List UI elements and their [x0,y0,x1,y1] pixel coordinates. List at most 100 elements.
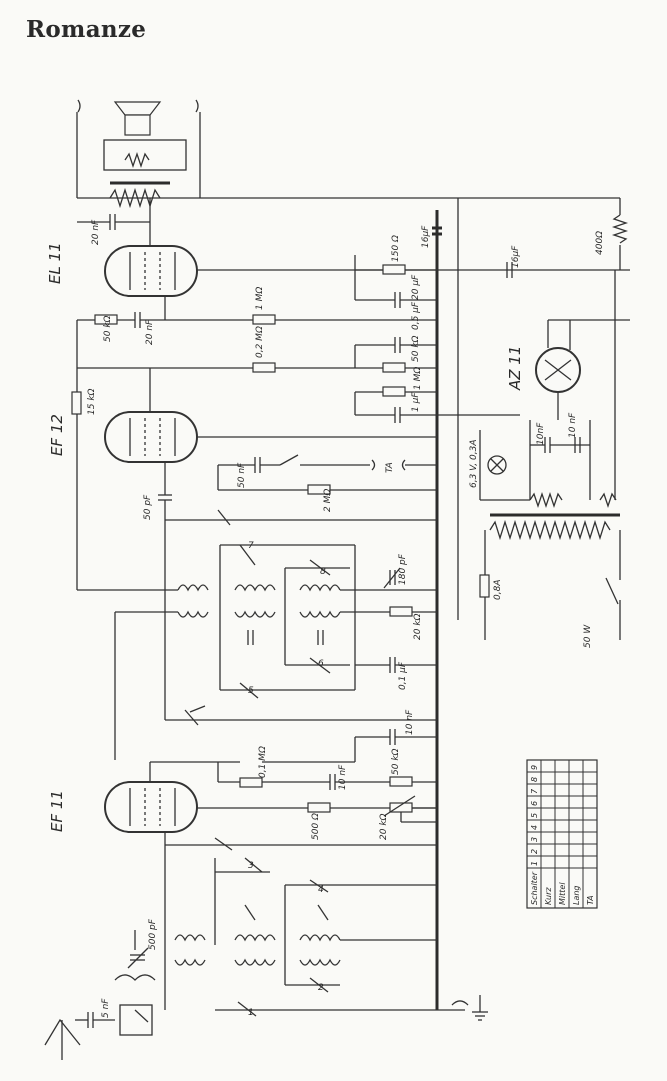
switch-table-column-number: 9 [530,765,539,770]
power-label: 50 W [583,624,593,648]
c-50nf [218,454,437,473]
switch-table-column-number: 5 [530,813,539,818]
c-5nf-label: 5 nF [101,998,111,1018]
c-500pf-label: 500 pF [148,918,158,950]
ground-bus [435,210,488,1021]
sw6-label: 6 [318,659,324,669]
c-1uf-label: 1 µF [411,392,421,412]
c-16uf-a-label: 16µF [421,225,431,248]
fuse [479,530,490,640]
r-400 [611,198,629,270]
c-10nf-b-label: 10 nF [568,412,578,438]
el11-label: EL 11 [46,242,64,284]
sw2-label: 2 [318,983,324,993]
b-plus-bus [77,197,630,620]
switch-table-column-number: 2 [530,849,539,854]
r-50k-c-label: 50 kΩ [391,748,401,775]
c-20nf-b-label: 20 nF [145,319,155,345]
r-150-label: 150 Ω [391,235,401,262]
r-1m-b [354,386,437,415]
switch-table-row-label: TA [586,895,595,905]
ef12-label: EF 12 [48,414,66,456]
c-20uf [355,292,437,308]
el11-tube [104,198,355,297]
c-500pf [114,930,156,1036]
switch-table-column-number: 8 [530,777,539,782]
c-01uf-label: 0,1 µF [398,661,408,690]
c-10nf-a-label: 10nF [536,422,546,445]
r-500-label: 500 Ω [311,813,321,840]
r-01m [150,761,355,788]
switch-table-row-label: Mittel [558,882,567,905]
switch-table-column-number: 1 [530,861,539,866]
r-02m [77,345,437,373]
c-180pf-label: 180 pF [398,553,408,585]
c-16uf-b-label: 16µF [511,245,521,268]
r-20k-a-label: 20 kΩ [413,613,423,640]
c-01uf [355,657,437,673]
switch-table-column-number: 6 [530,801,539,806]
ta-label: TA [385,462,395,473]
switch-table-header: Schalter [530,871,539,905]
r-50k-b-label: 50 kΩ [411,335,421,362]
c-20nf-b [134,312,165,328]
r-20k-a [389,606,437,617]
switch-table-column-number: 7 [530,788,539,794]
rf-coil-block [164,832,437,1017]
r-1m-b-label: 1 MΩ [413,367,423,390]
az11-label: AZ 11 [506,346,524,391]
c-180pf [383,567,401,589]
c-20nf-top [77,214,150,230]
r-01m-label: 0,1 MΩ [258,746,268,778]
mains-switch [605,530,621,640]
r-15k-label: 15 kΩ [87,388,97,415]
r-1m-a-label: 1 MΩ [255,287,265,310]
antenna [44,1012,115,1060]
power-transformer [489,270,620,541]
lamp-label: 6,3 V, 0,3A [469,440,479,489]
c-50pf [158,462,172,720]
r-1m-a [164,296,437,325]
r-20k-b-label: 20 kΩ [379,813,389,840]
r-150 [354,255,437,300]
c-20uf-label: 20 µF [411,274,421,300]
c-10nf-b [574,437,581,453]
c-16uf-b [506,262,513,278]
c-16uf-a [432,226,442,236]
c-10nf-c-label: 10 nF [405,709,415,735]
r-2m-label: 2 MΩ [323,489,333,512]
coil-block-middle [220,630,355,699]
c-10nf-d-label: 10 nF [338,764,348,790]
sw5-label: 5 [248,686,254,696]
c-05uf [355,337,437,353]
az11-tube [535,319,630,420]
pot-20k [383,795,437,823]
r-50k-a [77,314,135,325]
coil-block-upper [77,509,437,690]
sw4-label: 4 [318,885,324,895]
c-10nf-d [329,774,390,790]
sw8-label: 8 [320,567,326,577]
r-15k [71,320,82,590]
loudspeaker [76,99,201,198]
fuse-label: 0,8A [493,580,503,600]
ef11-label: EF 11 [48,790,66,832]
switch-table-row-label: Kurz [544,887,553,905]
ef11-tube [104,762,308,833]
sw7-label: 7 [248,541,254,551]
c-05uf-label: 0,5 µF [411,301,421,330]
sw1-label: 1 [248,1008,254,1018]
diagram-title: Romanze [26,16,147,43]
output-transformer [109,181,170,209]
coil-block-lower [114,612,437,760]
c-50pf-label: 50 pF [143,494,153,520]
ef12-tube [104,368,437,463]
switch-table-column-number: 4 [530,825,539,830]
switch-table-column-number: 3 [530,837,539,842]
r-2m [217,465,437,495]
switch-table-row-label: Lang [572,885,581,905]
sw3-label: 3 [248,861,254,871]
r-50k-c [389,776,437,787]
